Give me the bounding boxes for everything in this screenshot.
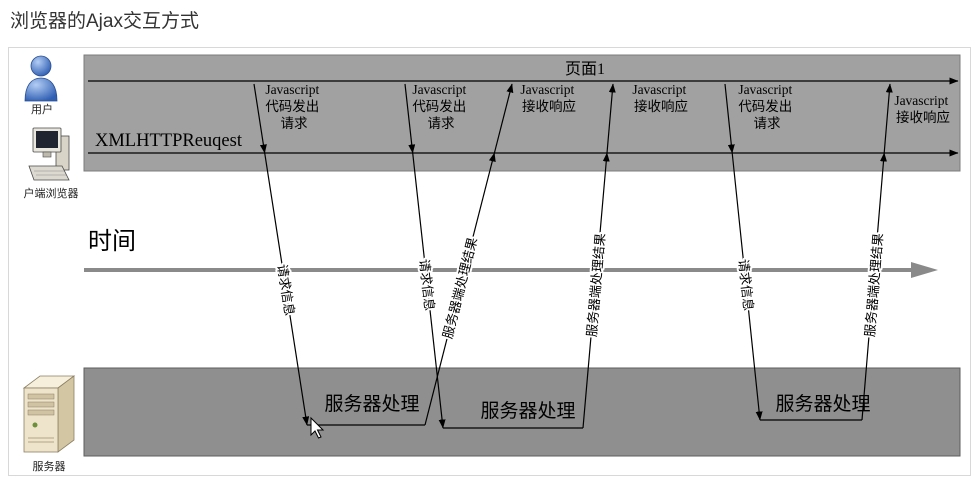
response-message-line: [582, 152, 610, 429]
request-message-line: [253, 83, 267, 154]
js-event-label-line: 接收响应: [634, 98, 688, 114]
js-event-label: Javascript 接收响应: [632, 82, 689, 114]
js-event-label-line: 接收响应: [522, 98, 576, 114]
js-event-label: Javascript 代码发出 请求: [412, 82, 469, 131]
response-message-line: [606, 83, 616, 154]
request-message-line: [731, 152, 763, 421]
js-event-label-line: Javascript: [265, 82, 319, 97]
time-label: 时间: [88, 228, 136, 255]
server-processing-label: 服务器处理: [775, 393, 870, 415]
user-icon-body: [24, 77, 58, 102]
js-event-label-line: Javascript: [412, 82, 466, 97]
js-event-label-line: 代码发出: [412, 99, 466, 114]
xhr-label: XMLHTTPReuqest: [95, 131, 243, 151]
browser-label: 户端浏览器: [24, 186, 79, 200]
request-message-line: [264, 152, 310, 426]
js-event-label-line: 请求: [281, 116, 308, 131]
message-lines: [253, 83, 893, 429]
server-drive-bay: [27, 393, 55, 400]
response-message-line: [424, 152, 496, 426]
user-icon: [24, 55, 58, 102]
server-icon: [22, 375, 76, 453]
response-message-line: [861, 152, 887, 421]
js-event-label: Javascript 代码发出 请求: [738, 82, 795, 131]
user-icon-head: [30, 55, 52, 77]
js-event-label: Javascript 接收响应: [520, 82, 577, 114]
server-processing-label: 服务器处理: [480, 400, 575, 422]
computer-icon: [28, 127, 70, 181]
browser-band: [83, 54, 961, 172]
js-event-label-line: 请求: [754, 116, 782, 131]
js-event-label-line: 代码发出: [738, 99, 792, 114]
request-message-line: [724, 83, 735, 154]
js-event-label-line: Javascript: [520, 82, 574, 97]
js-event-label-line: Javascript: [738, 82, 792, 97]
server-label: 服务器: [33, 460, 66, 473]
response-message-line: [883, 83, 893, 154]
mouse-cursor-icon: [310, 416, 325, 439]
server-band: [83, 367, 961, 457]
user-label: 用户: [31, 102, 53, 116]
request-message-line: [412, 152, 446, 429]
js-event-label-line: 代码发出: [265, 99, 319, 114]
js-event-label: Javascript 接收响应: [894, 93, 951, 125]
server-side-face: [57, 375, 75, 453]
computer-stand: [42, 151, 52, 158]
page-title: 浏览器的Ajax交互方式: [10, 11, 199, 32]
js-event-label-line: Javascript: [894, 93, 948, 108]
request-message-line: [404, 83, 416, 154]
server-drive-bay: [27, 409, 55, 416]
server-power-light: [32, 422, 38, 428]
js-event-label-line: 请求: [428, 116, 455, 131]
js-event-label: Javascript 代码发出 请求: [265, 82, 322, 131]
time-arrow-head: [911, 262, 938, 278]
js-event-label-line: Javascript: [632, 82, 686, 97]
computer-screen: [36, 131, 58, 148]
page-label: 页面1: [565, 61, 605, 78]
js-event-label-line: 接收响应: [896, 109, 950, 125]
server-drive-bay: [27, 401, 55, 408]
computer-keyboard: [28, 165, 70, 181]
response-message-line: [493, 83, 514, 154]
server-processing-label: 服务器处理: [324, 393, 419, 415]
